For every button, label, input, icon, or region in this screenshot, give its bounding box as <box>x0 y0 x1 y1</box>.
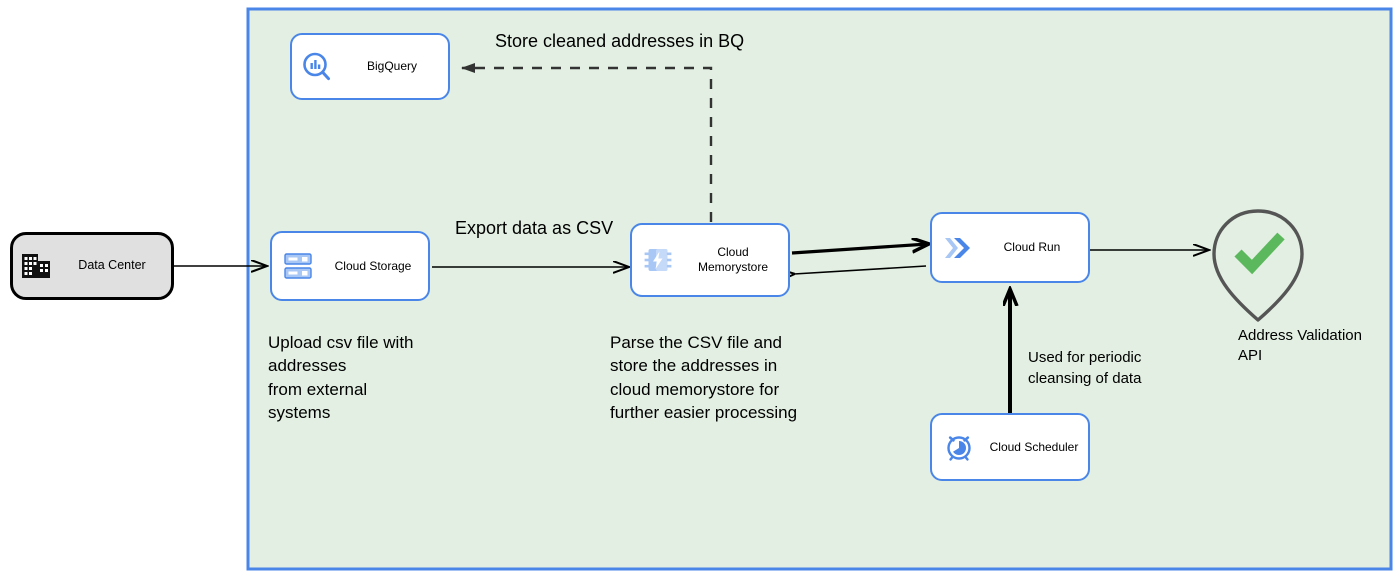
node-label-bigquery: BigQuery <box>366 59 418 73</box>
edge-label-store-in-bq: Store cleaned addresses in BQ <box>495 31 745 51</box>
cloud-scheduler-icon <box>932 431 986 463</box>
node-data-center[interactable]: Data Center <box>10 232 174 300</box>
edge-memorystore-to-cloudrun <box>791 244 928 255</box>
cloud-run-icon <box>932 233 982 263</box>
node-label-cloud-run: Cloud Run <box>1003 240 1061 254</box>
note-scheduler-usage: Used for periodic cleansing of data <box>1028 349 1142 387</box>
label-address-validation-api: Address Validation API <box>1238 327 1362 364</box>
node-label-cloud-memorystore: Cloud Memorystore <box>697 245 768 274</box>
edge-label-export-csv: Export data as CSV <box>455 218 614 238</box>
node-cloud-run[interactable]: Cloud Run <box>930 212 1090 283</box>
map-pin-check-icon <box>1212 209 1304 322</box>
note-parse-csv: Parse the CSV file and store the address… <box>610 333 798 422</box>
node-cloud-storage[interactable]: Cloud Storage <box>270 231 430 301</box>
node-label-cloud-scheduler: Cloud Scheduler <box>989 439 1079 454</box>
cloud-storage-icon <box>272 251 324 281</box>
node-cloud-scheduler[interactable]: Cloud Scheduler <box>930 413 1090 481</box>
node-label-data-center: Data Center <box>78 258 146 273</box>
node-bigquery[interactable]: BigQuery <box>290 33 450 100</box>
edge-cloudrun-to-memorystore <box>794 265 927 274</box>
note-upload-csv: Upload csv file with addresses from exte… <box>268 333 414 422</box>
edge-memorystore-to-bigquery-dashed <box>461 63 713 222</box>
bigquery-icon <box>292 51 342 83</box>
node-cloud-memorystore[interactable]: Cloud Memorystore <box>630 223 790 297</box>
node-label-cloud-storage: Cloud Storage <box>334 258 412 273</box>
cloud-memorystore-icon <box>632 244 684 276</box>
datacenter-building-icon <box>13 252 59 280</box>
